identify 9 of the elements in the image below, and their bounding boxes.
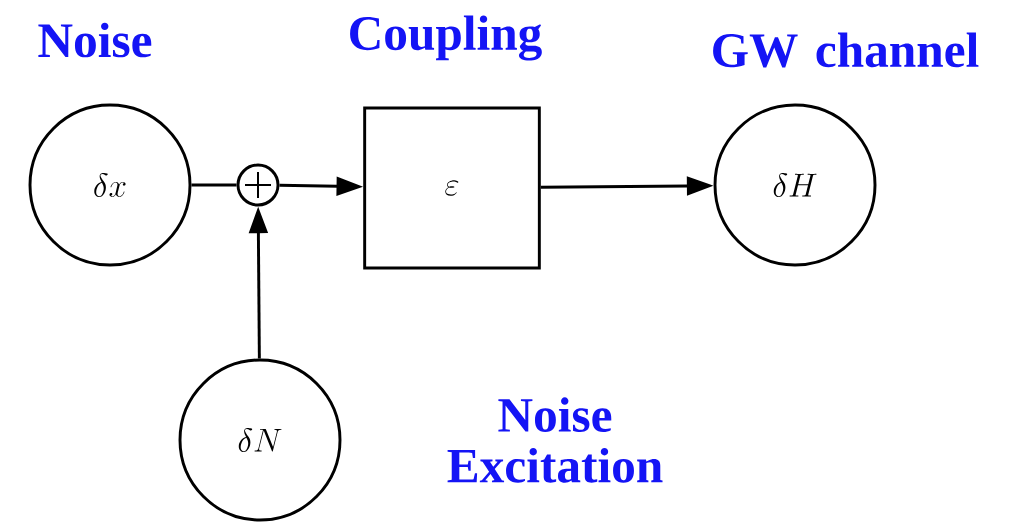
heading: GW channel (713, 32, 979, 68)
heading: Noise Excitation (447, 397, 663, 483)
summing-junction (236, 163, 280, 207)
heading: Coupling (350, 15, 542, 61)
circle-node: $\delta N$ (178, 358, 342, 522)
heading: Noise (38, 22, 152, 58)
circle-node: $\delta H$ (713, 103, 877, 267)
process-box: $\varepsilon$ (363, 106, 541, 270)
circle-node: $\delta x$ (28, 103, 192, 267)
